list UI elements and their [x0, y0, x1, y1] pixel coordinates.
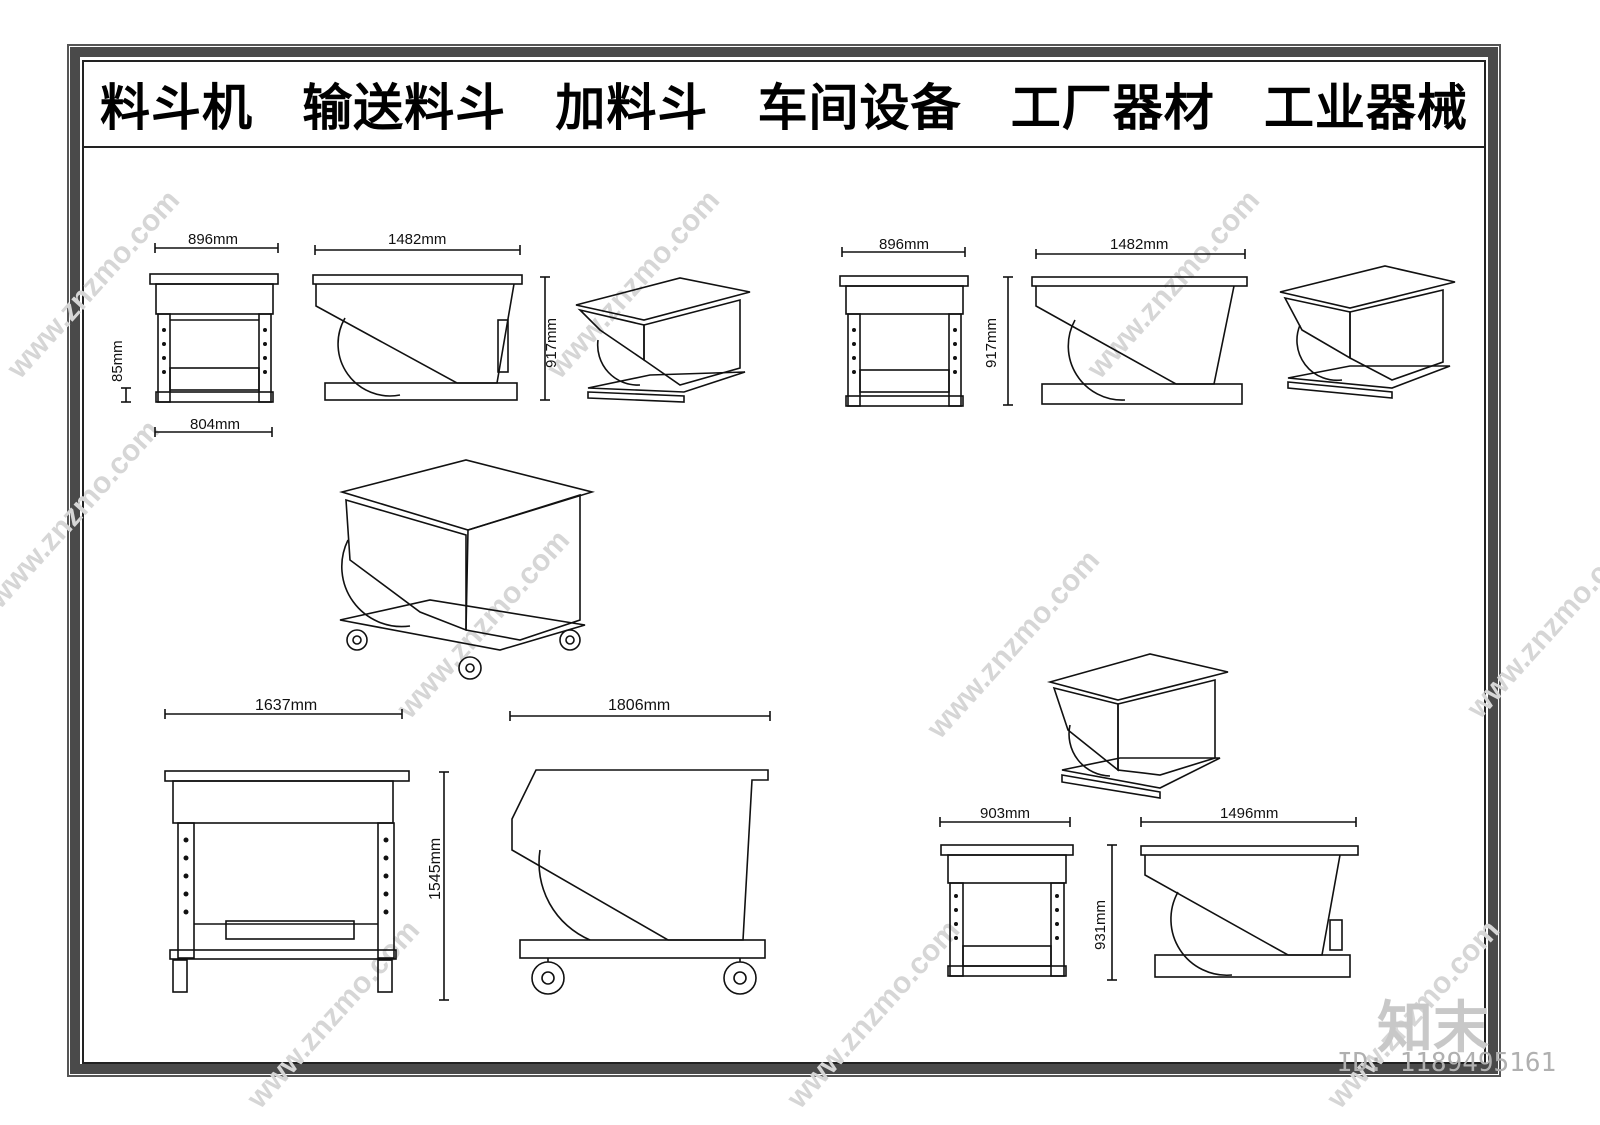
set1-side-view: [312, 245, 550, 401]
watermark-text: www.znzmo.com: [0, 414, 166, 616]
set3-dimension-labels: 1637mm 1806mm 1545mm: [255, 697, 670, 900]
dim-front-width: 903mm: [980, 805, 1030, 822]
watermark-text: www.znzmo.com: [920, 544, 1106, 746]
set2-iso-view: [1279, 265, 1456, 399]
set1-iso-view: [575, 277, 751, 403]
watermark-text: www.znzmo.com: [240, 914, 426, 1116]
dim-leg-height: 85mm: [109, 340, 126, 382]
watermark-text: www.znzmo.com: [1080, 184, 1266, 386]
set4-iso-view: [1046, 653, 1229, 799]
sheet-border-band: [70, 47, 1498, 1074]
title-term-1: 料斗机: [100, 79, 253, 137]
set4-dimension-labels: 903mm 1496mm 931mm: [980, 805, 1278, 950]
set4-front-view: [939, 817, 1074, 977]
dim-front-width: 896mm: [188, 231, 238, 248]
dim-side-length: 1496mm: [1220, 805, 1278, 822]
watermark-layer: www.znzmo.com www.znzmo.com www.znzmo.co…: [0, 184, 1600, 1116]
title-term-6: 工业器械: [1263, 79, 1468, 137]
drawing-sheet-frame: [67, 44, 1501, 1077]
set2-dimension-labels: 896mm 1482mm 917mm: [879, 236, 1168, 368]
set3-iso-view: [339, 459, 595, 680]
watermark-text: www.znzmo.com: [1460, 524, 1600, 726]
title-term-5: 工厂器材: [1010, 79, 1215, 137]
dim-height: 1545mm: [427, 838, 444, 900]
set4-side-view: [1107, 817, 1359, 981]
title-term-2: 输送料斗: [302, 79, 507, 137]
dim-base-width: 804mm: [190, 416, 240, 433]
watermark-text: www.znzmo.com: [780, 914, 966, 1116]
title-block: 料斗机 输送料斗 加料斗 车间设备 工厂器材 工业器械: [82, 60, 1486, 148]
set3-front-view: [164, 709, 449, 1001]
dim-height: 917mm: [543, 318, 560, 368]
dim-height: 931mm: [1092, 900, 1109, 950]
title-term-4: 车间设备: [757, 79, 962, 137]
drawing-area: [82, 146, 1486, 1064]
watermark-text: www.znzmo.com: [540, 184, 726, 386]
set2-side-view: [1003, 249, 1248, 406]
title-term-3: 加料斗: [555, 79, 709, 137]
dim-side-length: 1482mm: [388, 231, 446, 248]
dim-front-width: 1637mm: [255, 697, 317, 714]
dim-side-length: 1482mm: [1110, 236, 1168, 253]
set1-dimension-labels: 896mm 804mm 85mm 1482mm 917mm: [109, 231, 560, 433]
watermark-logo: 知末: [1377, 996, 1489, 1061]
watermark-id: ID: 1189495161: [1337, 1048, 1557, 1078]
set2-front-view: [839, 247, 969, 407]
set3-side-view: [509, 711, 771, 995]
dim-front-width: 896mm: [879, 236, 929, 253]
set1-front-view: [121, 243, 279, 437]
dim-side-length: 1806mm: [608, 697, 670, 714]
dim-height: 917mm: [983, 318, 1000, 368]
watermark-text: www.znzmo.com: [390, 524, 576, 726]
